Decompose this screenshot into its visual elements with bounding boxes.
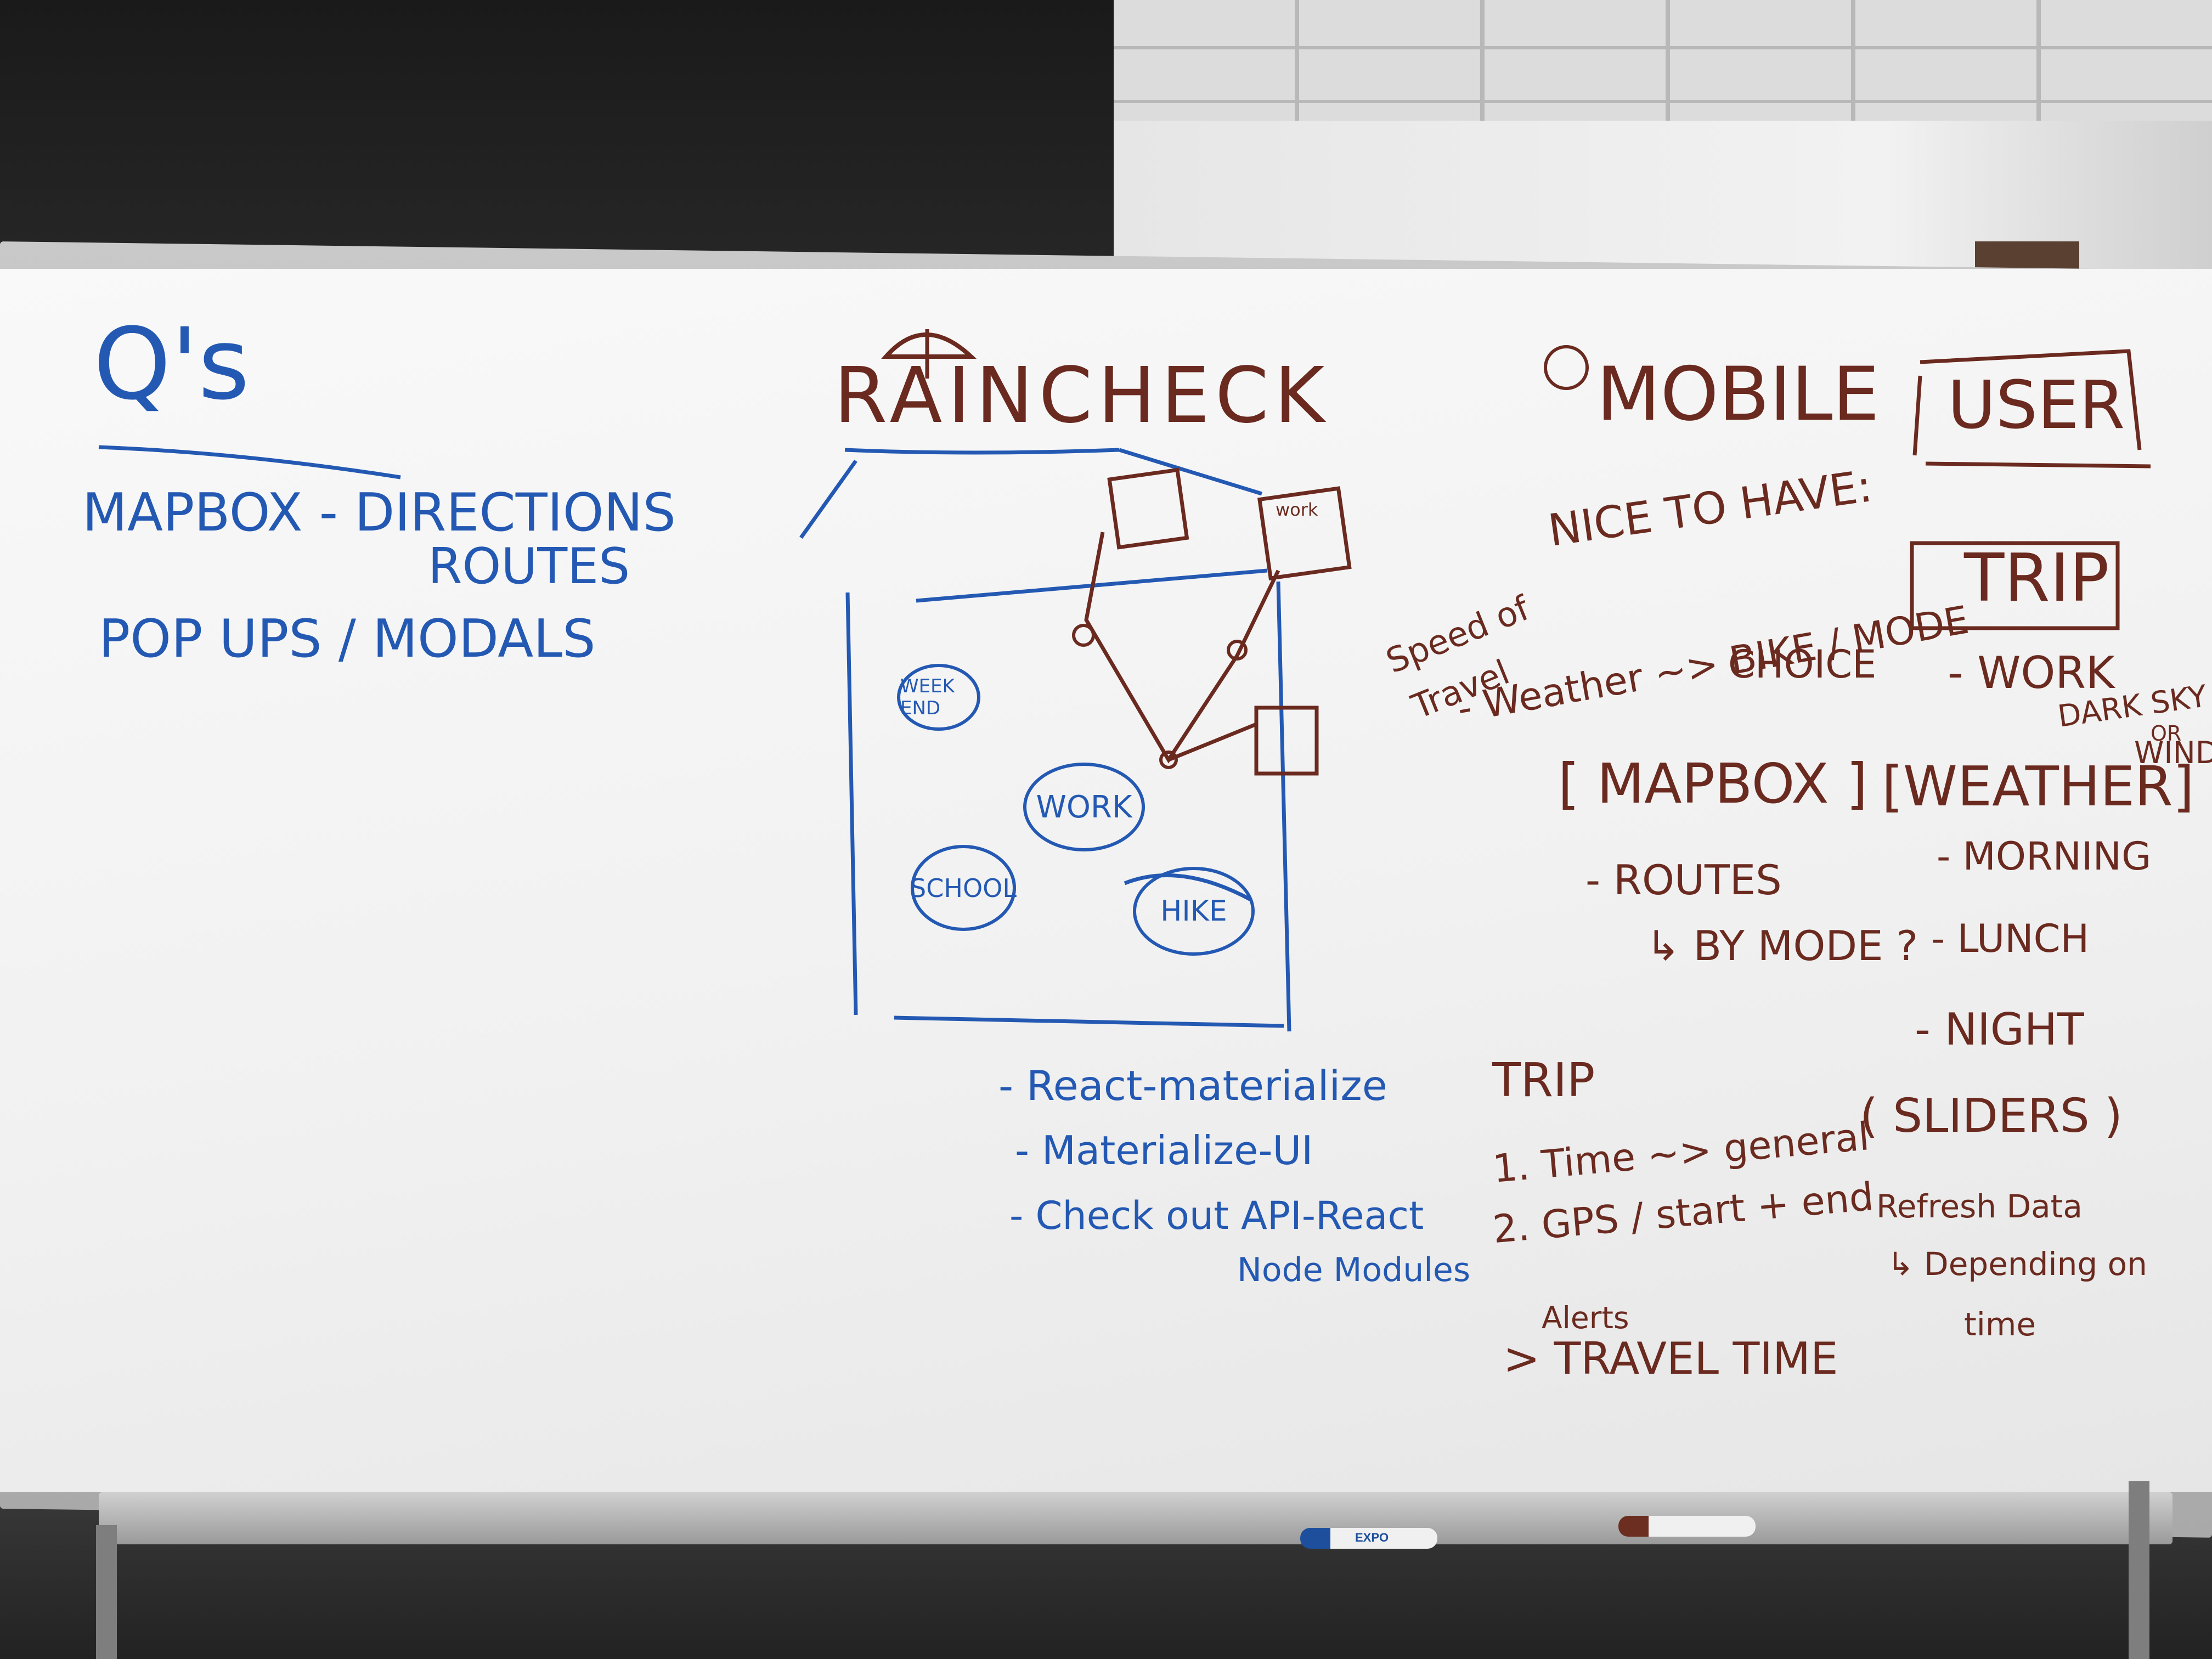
check-api-text: - Check out API-React: [1009, 1193, 1424, 1238]
stand-leg-left: [96, 1525, 117, 1659]
qs-title: Q's: [93, 307, 250, 422]
work-circle: WORK: [1023, 763, 1145, 851]
refresh-data-text: Refresh Data: [1876, 1188, 2083, 1225]
react-materialize-text: - React-materialize: [998, 1062, 1387, 1110]
sliders-text: ( SLIDERS ): [1860, 1089, 2123, 1143]
time-text: time: [1964, 1306, 2036, 1343]
travel-time-text: > TRAVEL TIME: [1503, 1333, 1838, 1384]
alerts-text: Alerts: [1542, 1300, 1629, 1335]
trip-heading: TRIP: [1492, 1053, 1595, 1108]
stand-leg-right: [2129, 1481, 2149, 1659]
hike-circle: HIKE: [1133, 867, 1255, 956]
mobile-title: MOBILE: [1596, 351, 1880, 437]
school-circle: SCHOOL: [910, 845, 1017, 931]
by-mode-text: ↳ BY MODE ?: [1646, 922, 1918, 970]
whiteboard: [0, 269, 2212, 1492]
mapbox-directions-text: MAPBOX - DIRECTIONS: [82, 483, 676, 543]
night-item: - NIGHT: [1915, 1004, 2084, 1055]
trip-box-label: TRIP: [1964, 540, 2109, 617]
trip-work-item: - WORK: [1948, 647, 2115, 698]
blue-marker-label: EXPO: [1355, 1531, 1389, 1544]
windy-text: WINDY: [2134, 735, 2212, 770]
mapbox-box-text: [ MAPBOX ]: [1558, 752, 1868, 816]
or-text: OR: [2151, 721, 2182, 746]
brown-marker[interactable]: [1618, 1516, 1756, 1537]
routes-item-text: - ROUTES: [1585, 856, 1782, 904]
work-sign-label: work: [1276, 499, 1318, 520]
materialize-ui-text: - Materialize-UI: [1015, 1127, 1313, 1173]
depending-on-text: ↳ Depending on: [1887, 1245, 2147, 1283]
choice-text: CHOICE: [1728, 642, 1877, 687]
routes-text: ROUTES: [428, 538, 630, 595]
morning-item: - MORNING: [1937, 834, 2152, 879]
marker-tray: [99, 1492, 2172, 1544]
weekend-circle: WEEK END: [897, 664, 980, 731]
blue-marker[interactable]: [1300, 1528, 1437, 1549]
popups-modals-text: POP UPS / MODALS: [99, 609, 596, 669]
raincheck-title: RAINCHECK: [834, 351, 1330, 441]
dark-wall: [0, 0, 1114, 263]
lunch-item: - LUNCH: [1931, 916, 2090, 961]
weather-box-text: [WEATHER]: [1882, 754, 2194, 819]
node-modules-text: Node Modules: [1237, 1251, 1471, 1289]
user-box-label: USER: [1948, 368, 2125, 444]
